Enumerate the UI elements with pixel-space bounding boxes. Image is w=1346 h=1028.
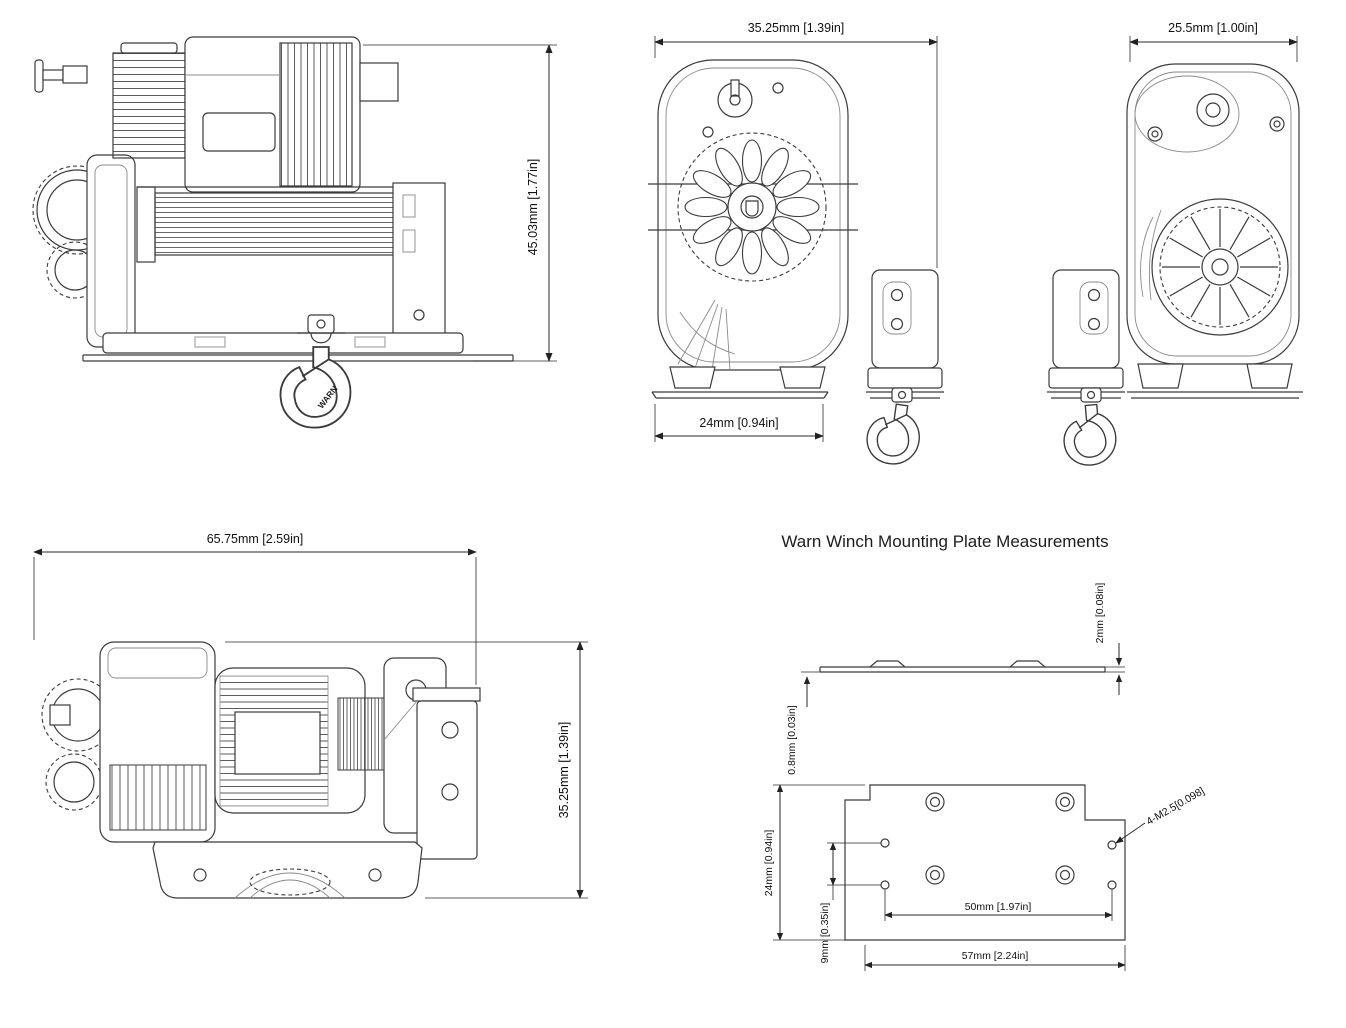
fan-shroud [677, 299, 736, 372]
dimension-thickness: 2mm [0.08in] [1094, 583, 1125, 695]
base-fairlead [152, 841, 423, 899]
plate-top-view [844, 784, 1126, 941]
dimension-plate-depth: 24mm [0.94in] [763, 784, 865, 941]
hook [279, 346, 352, 429]
right-bracket [392, 182, 446, 346]
dim-plate-lip: 0.8mm [0.03in] [786, 705, 798, 775]
winch-body [648, 59, 858, 371]
dimension-base: 24mm [0.94in] [654, 404, 824, 442]
dimension-lip: 0.8mm [0.03in] [786, 671, 820, 775]
drum-wheel [1140, 198, 1289, 336]
winch-profile-view: 25.5mm [1.00in] [1047, 21, 1303, 466]
dimension-hole-offset: 9mm [0.35in] [819, 842, 881, 964]
dim-profile-width: 25.5mm [1.00in] [1168, 21, 1258, 35]
motor-housing [99, 641, 216, 843]
crank-handle [34, 59, 88, 93]
side-bracket [1047, 269, 1125, 399]
dim-plate-hole-offset: 9mm [0.35in] [819, 903, 831, 964]
dim-lower-height: 35.25mm [1.39in] [557, 722, 571, 819]
clutch-gear [32, 154, 136, 348]
winch-side-view: WARN 45.03mm [1.77in] [32, 36, 557, 429]
hole-spec-callout: 4-M2.5[0.098] [1115, 785, 1207, 844]
mounting-plate-drawing: 2mm [0.08in] 0.8mm [0.03in] 24mm [0.94in… [763, 583, 1207, 971]
base-feet [651, 366, 829, 399]
plate-side-profile [819, 660, 1106, 673]
hook [866, 403, 920, 465]
motor-cylinder [214, 667, 385, 814]
winch-front-view: 35.25mm [1.39in] [648, 21, 944, 465]
dim-front-width: 35.25mm [1.39in] [748, 21, 845, 35]
hook-assembly: WARN [279, 314, 352, 429]
dimension-width: 25.5mm [1.00in] [1129, 21, 1298, 62]
dim-plate-depth: 24mm [0.94in] [763, 830, 775, 897]
base-plate [82, 332, 514, 362]
dim-front-base: 24mm [0.94in] [699, 416, 778, 430]
dim-side-height: 45.03mm [1.77in] [526, 159, 540, 256]
base-feet [1127, 363, 1303, 399]
dim-plate-thickness: 2mm [0.08in] [1094, 583, 1106, 644]
hook-assembly [1063, 387, 1117, 466]
fan-wheel [677, 132, 827, 282]
hook-assembly [866, 387, 920, 465]
section-title: Warn Winch Mounting Plate Measurements [781, 532, 1109, 551]
dimension-width: 65.75mm [2.59in] [33, 532, 477, 685]
dimension-height: 35.25mm [1.39in] [225, 641, 588, 899]
motor-housing [112, 36, 399, 193]
winch-body [1126, 63, 1300, 365]
winch-side-view-lower: 65.75mm [2.59in] [33, 532, 588, 899]
dim-plate-hole-spec: 4-M2.5[0.098] [1144, 785, 1206, 828]
dimension-plate-width: 57mm [2.24in] [864, 945, 1126, 971]
side-bracket [866, 269, 944, 399]
mount-bracket [383, 687, 481, 860]
dimension-hole-spacing: 50mm [1.97in] [884, 890, 1113, 921]
cable-drum [136, 186, 432, 263]
dim-lower-width: 65.75mm [2.59in] [207, 532, 304, 546]
dimension-height: 45.03mm [1.77in] [363, 44, 557, 362]
dimension-width: 35.25mm [1.39in] [654, 21, 938, 268]
dim-plate-hole-spacing: 50mm [1.97in] [965, 901, 1032, 913]
dim-plate-width: 57mm [2.24in] [962, 950, 1029, 962]
hook [1063, 403, 1117, 466]
